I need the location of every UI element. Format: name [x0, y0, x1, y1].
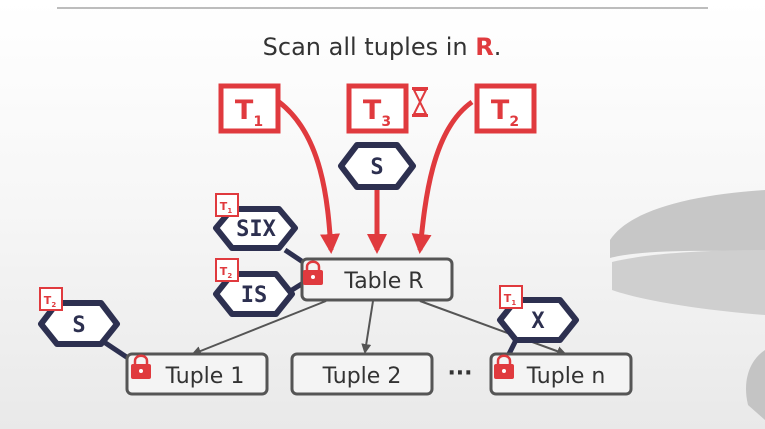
- edge-table-tuplen: [419, 300, 567, 356]
- t1-sub: 1: [253, 114, 263, 130]
- edge-table-tuple1: [191, 300, 327, 356]
- tuple-n-label: Tuple n: [526, 364, 606, 389]
- x-tag-sub: 1: [511, 299, 516, 307]
- edge-table-tuple2: [361, 300, 374, 354]
- tuple-1-node: Tuple 1: [125, 352, 269, 396]
- six-lock-label: SIX: [236, 217, 276, 242]
- database-icon: [610, 190, 765, 420]
- tuple1-s-lock-label: S: [72, 313, 85, 338]
- tuplen-lock-icon: [494, 354, 514, 379]
- tuple1-lock-icon: [131, 354, 151, 379]
- tuple-2-node: Tuple 2: [290, 352, 434, 396]
- hourglass-icon: [412, 87, 428, 117]
- is-tag-label: T: [220, 265, 228, 278]
- is-lock-label: IS: [241, 283, 268, 308]
- tuple1-owner-tag: T2: [39, 287, 63, 311]
- six-tag-label: T: [220, 200, 228, 213]
- svg-text:T1: T1: [504, 292, 517, 307]
- title-text: Scan all tuples in: [263, 33, 476, 61]
- transaction-t2: T2: [474, 83, 537, 134]
- x-tag-label: T: [504, 292, 512, 305]
- transaction-t3: T3: [346, 83, 409, 134]
- table-r-node: Table R: [300, 257, 454, 302]
- t3-label: T: [363, 95, 382, 126]
- svg-text:T1: T1: [235, 95, 263, 130]
- svg-text:T3: T3: [363, 95, 391, 130]
- svg-text:T2: T2: [220, 265, 233, 280]
- t3-s-lock-label: S: [370, 155, 383, 180]
- tuple-2-label: Tuple 2: [322, 364, 402, 389]
- svg-text:T1: T1: [220, 200, 233, 215]
- tuplen-owner-tag: T1: [499, 285, 523, 309]
- six-tag-sub: 1: [227, 207, 232, 215]
- table-r-label: Table R: [343, 269, 423, 294]
- s-tag-sub: 2: [51, 301, 56, 309]
- transaction-t1: T1: [218, 83, 281, 134]
- is-lock: IS: [213, 271, 295, 317]
- t3-s-lock: S: [338, 142, 416, 190]
- svg-text:T2: T2: [44, 294, 57, 309]
- t2-sub: 2: [509, 114, 519, 130]
- tuplen-x-lock-label: X: [531, 309, 544, 334]
- is-tag-sub: 2: [227, 272, 232, 280]
- t3-sub: 3: [381, 114, 391, 130]
- t2-arrow: [411, 99, 474, 254]
- t1-label: T: [235, 95, 254, 126]
- slide-title: Scan all tuples in R.: [263, 33, 502, 61]
- s-tag-label: T: [44, 294, 52, 307]
- title-highlight: R: [475, 33, 493, 61]
- tuple-1-label: Tuple 1: [165, 364, 245, 389]
- six-owner-tag: T1: [215, 193, 239, 217]
- ellipsis: ···: [447, 361, 472, 386]
- t1-arrow: [277, 100, 341, 254]
- t2-label: T: [491, 95, 510, 126]
- is-owner-tag: T2: [215, 258, 239, 282]
- svg-text:T2: T2: [491, 95, 519, 130]
- tuple-n-node: Tuple n: [489, 352, 633, 396]
- title-suffix: .: [494, 33, 502, 61]
- table-lock-icon: [303, 260, 323, 285]
